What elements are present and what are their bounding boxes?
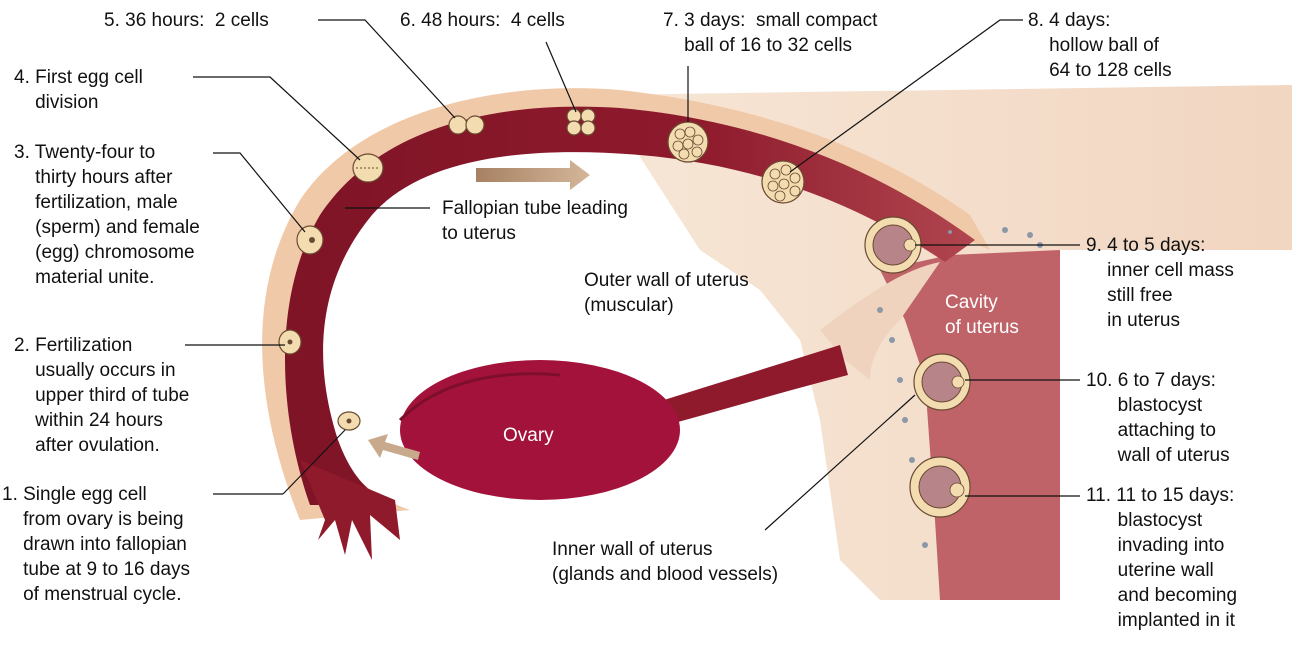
leader-4 <box>193 77 360 160</box>
cell-8-hollow-ball <box>762 161 804 203</box>
label-cavity: Cavity of uterus <box>945 290 1019 340</box>
label-inner-wall: Inner wall of uterus (glands and blood v… <box>552 537 778 587</box>
label-step-1: 1. Single egg cell from ovary is being d… <box>2 482 190 607</box>
cell-3-chromosome-unite <box>297 226 323 254</box>
cell-9-blastocyst-free <box>865 217 921 273</box>
label-outer-wall: Outer wall of uterus (muscular) <box>584 268 749 318</box>
label-step-6: 6. 48 hours: 4 cells <box>400 8 565 33</box>
cell-7-morula <box>668 122 708 162</box>
label-step-3: 3. Twenty-four to thirty hours after fer… <box>14 140 200 290</box>
label-step-9: 9. 4 to 5 days: inner cell mass still fr… <box>1086 233 1234 333</box>
flow-arrow-tube <box>476 160 590 190</box>
label-ovary: Ovary <box>503 423 554 448</box>
cell-2-fertilization <box>279 330 301 354</box>
label-fallopian-tube: Fallopian tube leading to uterus <box>442 196 628 246</box>
label-step-10: 10. 6 to 7 days: blastocyst attaching to… <box>1086 368 1230 468</box>
label-step-11: 11. 11 to 15 days: blastocyst invading i… <box>1086 483 1237 633</box>
label-step-5: 5. 36 hours: 2 cells <box>104 8 269 33</box>
leader-5 <box>318 20 455 118</box>
label-step-8: 8. 4 days: hollow ball of 64 to 128 cell… <box>1028 8 1172 83</box>
label-step-4: 4. First egg cell division <box>14 65 143 115</box>
label-step-7: 7. 3 days: small compact ball of 16 to 3… <box>663 8 877 58</box>
label-step-2: 2. Fertilization usually occurs in upper… <box>14 333 189 458</box>
cell-11-blastocyst-implanting <box>910 457 970 517</box>
cell-1-single-egg <box>338 412 360 430</box>
cell-10-blastocyst-attaching <box>914 354 970 410</box>
